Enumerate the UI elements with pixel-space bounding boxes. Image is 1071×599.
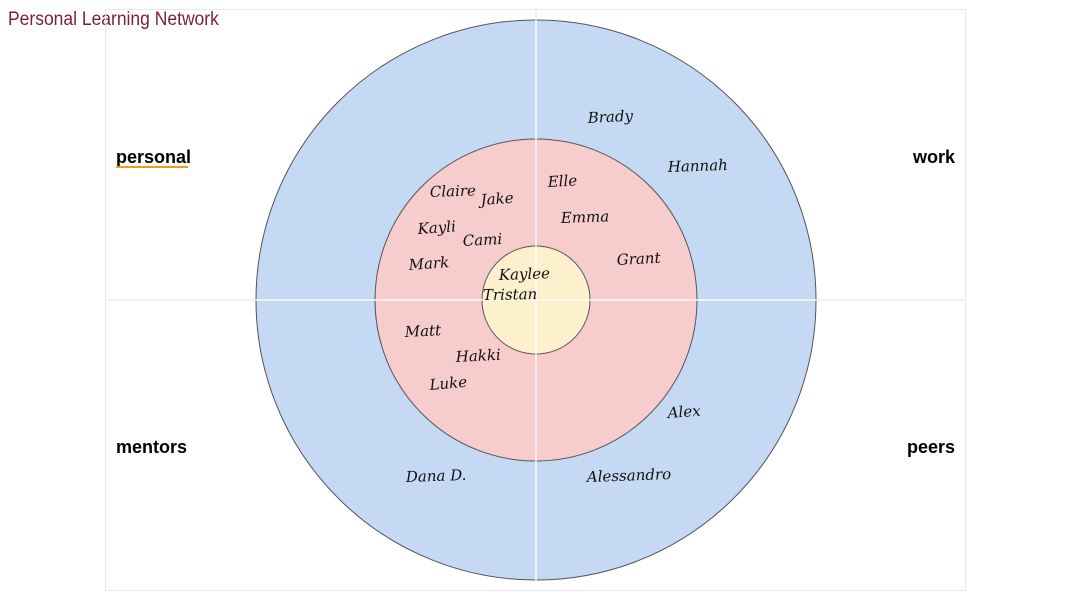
- name-dana: Dana D.: [405, 466, 467, 486]
- name-grant: Grant: [616, 249, 662, 269]
- name-alessandro: Alessandro: [585, 465, 672, 486]
- quadrant-label-personal: personal: [116, 147, 191, 167]
- name-cami: Cami: [462, 230, 503, 250]
- name-kaylee: Kaylee: [498, 264, 551, 284]
- name-jake: Jake: [477, 189, 514, 209]
- name-mark: Mark: [407, 253, 450, 274]
- name-kayli: Kayli: [416, 217, 457, 238]
- name-alex: Alex: [665, 402, 702, 422]
- name-hannah: Hannah: [667, 156, 729, 176]
- quadrant-label-work: work: [912, 147, 956, 167]
- name-luke: Luke: [428, 373, 468, 394]
- name-hakki: Hakki: [454, 346, 501, 366]
- quadrant-label-mentors: mentors: [116, 437, 187, 457]
- name-emma: Emma: [560, 207, 610, 227]
- name-claire: Claire: [430, 181, 477, 201]
- canvas-border: [105, 9, 966, 591]
- name-brady: Brady: [586, 107, 634, 127]
- name-matt: Matt: [403, 321, 442, 341]
- page-title: Personal Learning Network: [8, 9, 219, 30]
- name-tristan: Tristan: [483, 285, 538, 304]
- name-elle: Elle: [546, 171, 577, 191]
- quadrant-label-peers: peers: [907, 437, 955, 457]
